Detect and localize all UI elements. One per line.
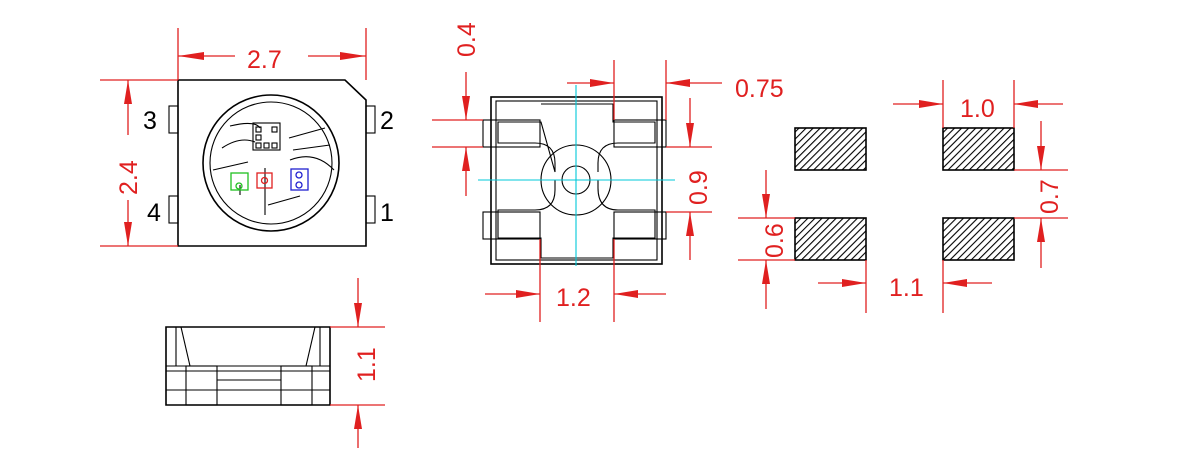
dim-label-1-0: 1.0 [960, 95, 995, 123]
red-die [256, 172, 273, 189]
top-view: 3 2 4 1 2.7 2.4 [100, 28, 394, 247]
dimension-pad-height-0-4: 0.4 [432, 22, 483, 196]
dim-label-2-7: 2.7 [247, 46, 282, 74]
dim-label-1-2: 1.2 [556, 284, 591, 312]
dim-label-0-9: 0.9 [685, 170, 713, 205]
footprint-pad-bottom-left [794, 217, 867, 261]
dimension-pad-height-0-6: 0.6 [738, 170, 795, 309]
dimension-width-2-7: 2.7 [177, 28, 367, 80]
dimension-pad-width-1-0: 1.0 [893, 80, 1063, 128]
dim-label-0-75: 0.75 [735, 75, 784, 103]
dimension-pad-pitch-1-2: 1.2 [485, 239, 666, 322]
side-view: 1.1 [165, 278, 385, 448]
dim-label-1-1-footprint: 1.1 [889, 274, 924, 302]
green-die [230, 172, 249, 191]
dimension-height-1-1: 1.1 [330, 278, 385, 448]
dimension-pad-spacing-y-0-7: 0.7 [1014, 121, 1068, 268]
bottom-view: 0.4 0.75 0.9 [432, 22, 784, 322]
footprint: 1.0 0.7 0.6 [738, 80, 1068, 313]
pin-label-3: 3 [143, 107, 157, 135]
footprint-pad-bottom-right [942, 217, 1015, 261]
dimension-pad-gap-0-9: 0.9 [666, 98, 713, 260]
dim-label-2-4: 2.4 [115, 160, 143, 195]
footprint-pad-top-right [942, 127, 1015, 171]
dim-label-1-1: 1.1 [353, 347, 381, 382]
footprint-pad-top-left [794, 127, 867, 171]
dimension-height-2-4: 2.4 [100, 79, 178, 247]
dim-label-0-4: 0.4 [453, 22, 481, 57]
blue-die [290, 168, 309, 191]
pin-label-1: 1 [380, 199, 394, 227]
dim-label-0-6: 0.6 [761, 223, 789, 258]
pin-label-2: 2 [380, 107, 394, 135]
pin-label-4: 4 [147, 199, 161, 227]
dim-label-0-7: 0.7 [1036, 179, 1064, 214]
dimension-pad-offset-0-75: 0.75 [567, 60, 784, 120]
dimension-pad-spacing-x-1-1: 1.1 [818, 260, 992, 313]
